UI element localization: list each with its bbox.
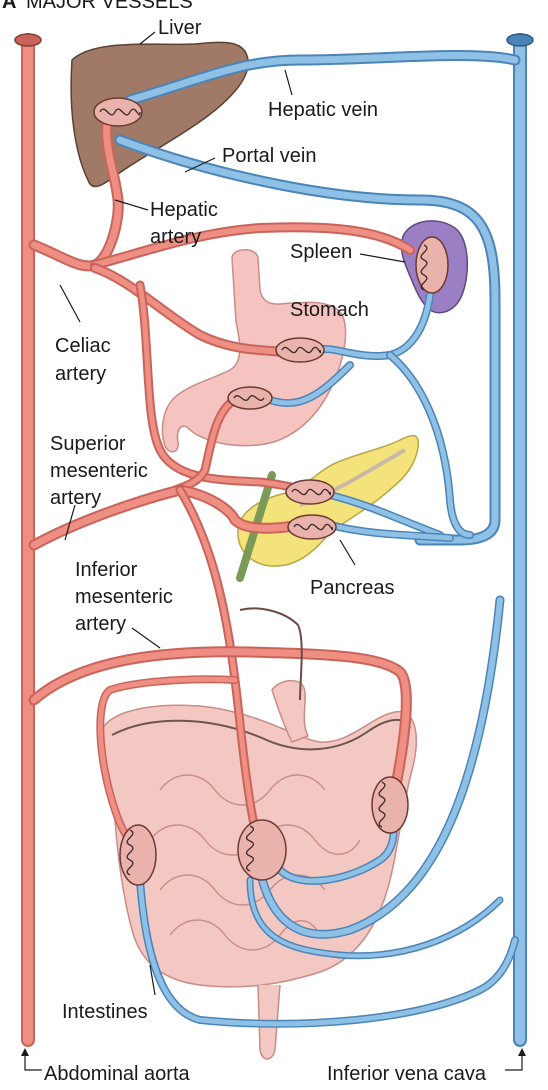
label-superior-mesenteric-line2: mesenteric [50,460,148,482]
label-hepatic-artery-line1: Hepatic [150,199,218,221]
capillary-bed-pancreas-upper [285,479,335,505]
label-hepatic-vein: Hepatic vein [268,99,378,121]
label-superior-mesenteric-line3: artery [50,487,101,509]
vena-cava-opening [506,33,534,47]
duodenum [271,679,310,743]
figure-letter: A [2,0,16,13]
capillary-bed-intestine-center [237,819,287,881]
capillary-bed-spleen [415,236,449,294]
figure-title: MAJOR VESSELS [26,0,193,13]
capillary-bed-stomach-upper [275,337,325,363]
capillary-bed-pancreas-lower [287,514,337,540]
label-abdominal-aorta: Abdominal aorta [44,1063,191,1085]
aorta-opening [14,33,42,47]
label-pancreas: Pancreas [310,577,395,599]
capillary-bed-intestine-right [371,776,409,834]
label-intestines: Intestines [62,1001,148,1023]
venous-system [114,33,527,1047]
label-liver: Liver [158,17,202,39]
label-inferior-mesenteric-line2: mesenteric [75,586,173,608]
capillary-bed-stomach-lower [227,386,273,410]
label-stomach: Stomach [290,299,369,321]
colon-band [111,719,411,751]
label-celiac-line1: Celiac [55,335,111,357]
label-inferior-vena-cava: Inferior vena cava [327,1063,487,1085]
arterial-system [21,33,415,1047]
label-superior-mesenteric-line1: Superior [50,433,126,455]
capillary-bed-intestine-left [119,824,157,886]
label-inferior-mesenteric-line1: Inferior [75,559,138,581]
label-celiac-line2: artery [55,363,106,385]
capillary-bed-liver [93,97,143,127]
label-portal-vein: Portal vein [222,145,317,167]
label-spleen: Spleen [290,241,352,263]
label-inferior-mesenteric-line3: artery [75,613,126,635]
label-hepatic-artery-line2: artery [150,226,201,248]
leader-lines [21,31,526,1071]
